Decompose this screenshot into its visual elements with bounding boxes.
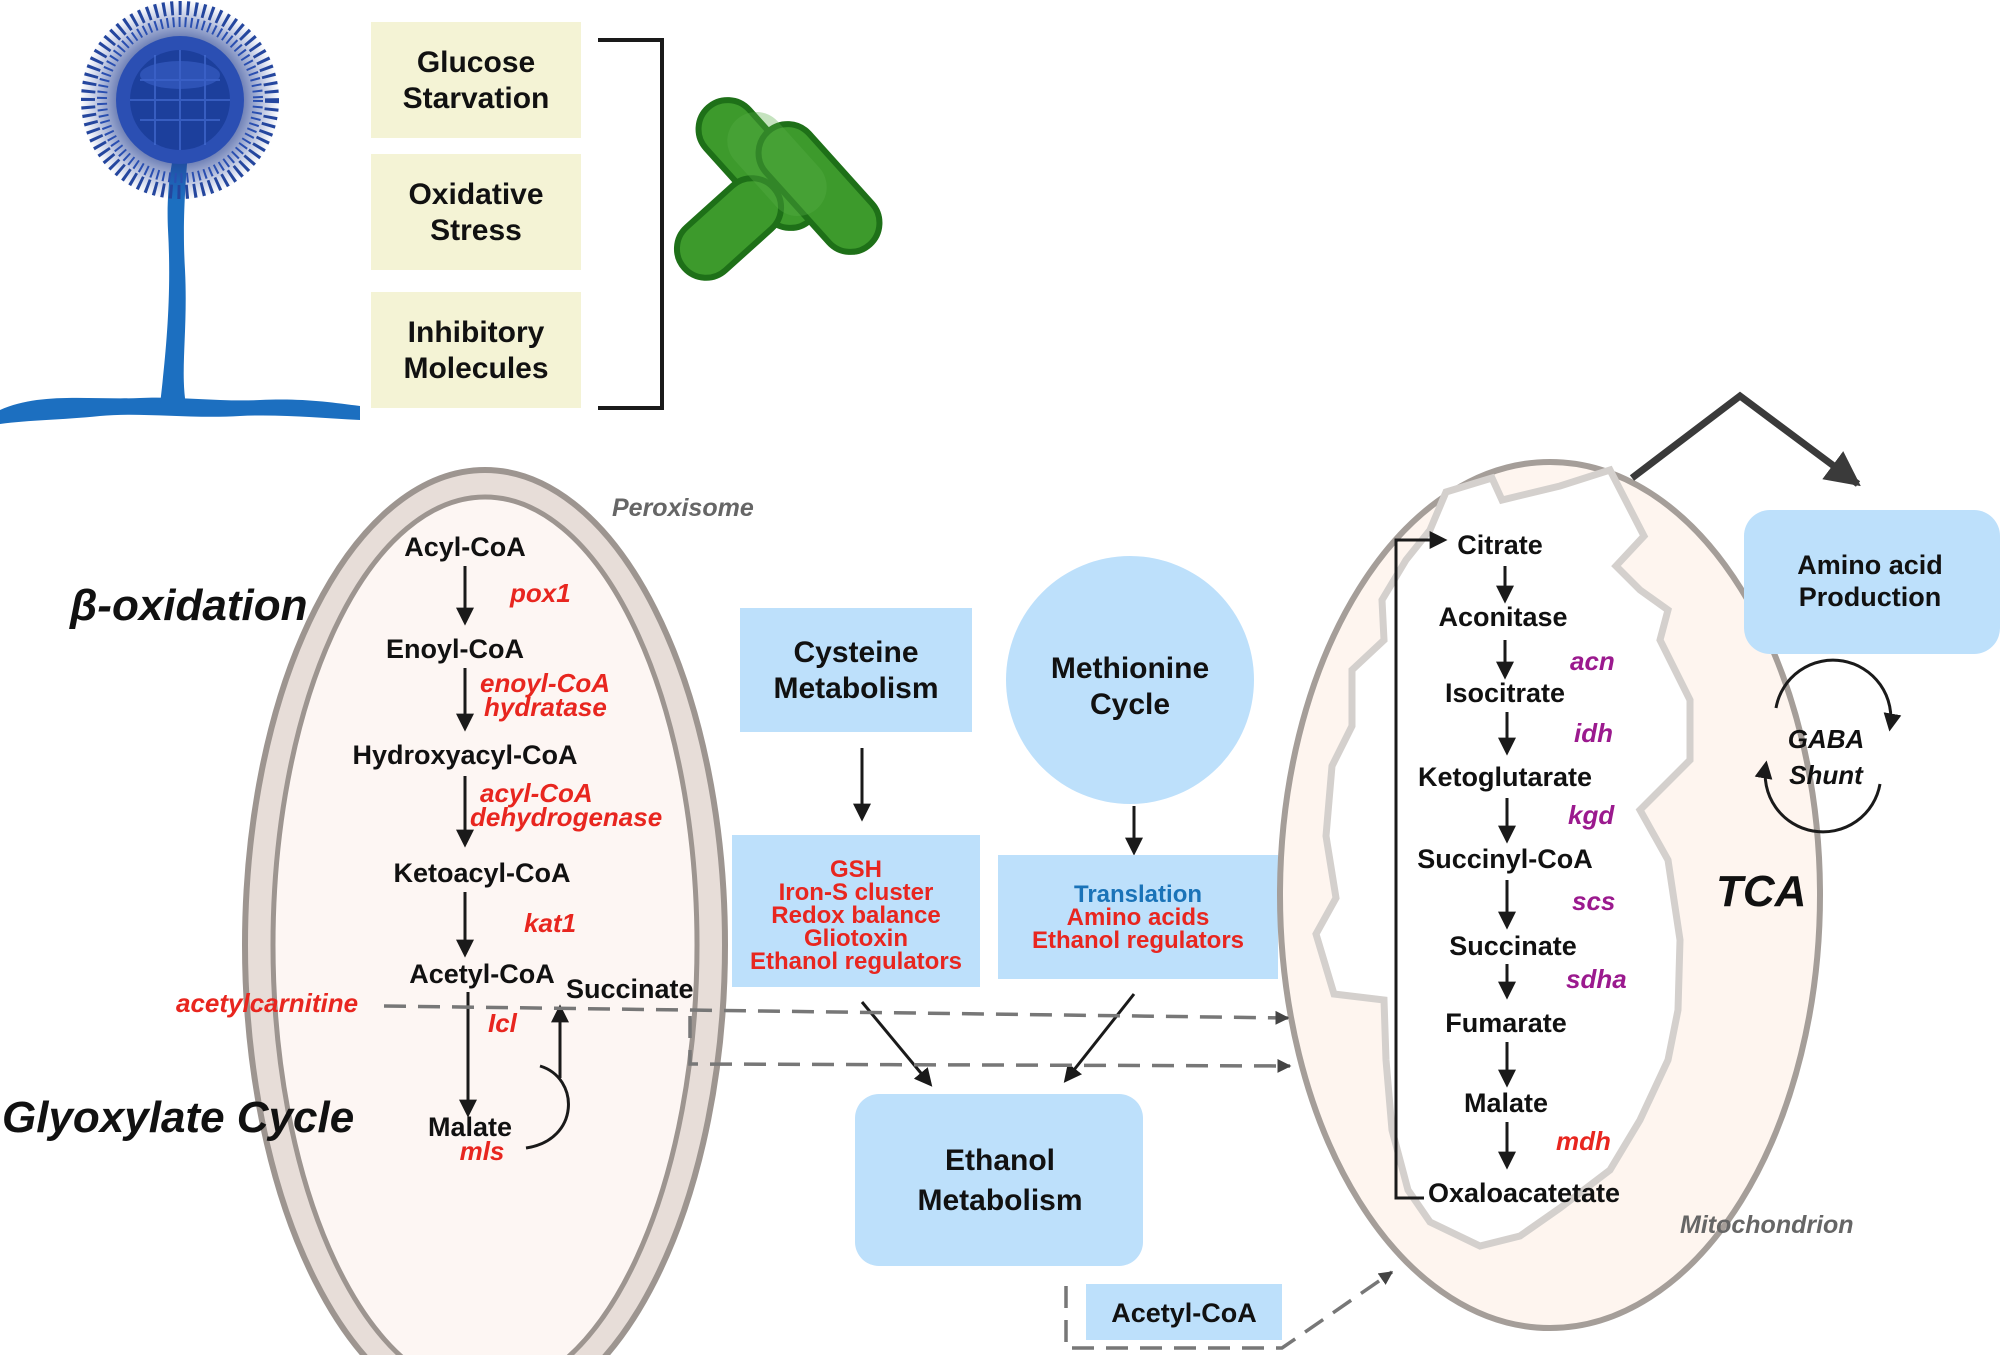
glyoxylate-cycle-title: Glyoxylate Cycle [2,1093,354,1142]
mitochondrion: Mitochondrion [1277,459,1854,1331]
metabolite-malate-perox: Malate [428,1112,512,1142]
enzyme-mls: mls [460,1136,505,1166]
tca-title: TCA [1716,867,1806,916]
cysteine-title: Metabolism [773,672,938,705]
ethanol-metabolism-box [855,1094,1143,1266]
arrow [1063,993,1136,1083]
output-gliotoxin: Gliotoxin [804,925,908,952]
amino-acid-title: Production [1799,582,1942,612]
stressor-label: Molecules [403,352,548,385]
stressor-label: Glucose [417,46,535,79]
stressor-box-inhibitory [371,292,581,408]
output-ethanol-regulators: Ethanol regulators [1032,927,1244,954]
cysteine-metabolism-box [740,608,972,732]
enzyme-acyl-dehydrogenase: acyl-CoA [480,778,593,808]
metabolite-ketoacyl-coa: Ketoacyl-CoA [393,858,570,888]
stressor-label: Starvation [403,82,550,115]
methionine-outputs-box [998,855,1278,979]
arrow-to-amino-acid [1629,391,1861,487]
stressor-box-oxidative [371,154,581,270]
tca-citrate: Citrate [1457,530,1543,560]
tca-isocitrate: Isocitrate [1445,678,1565,708]
tca-aconitase: Aconitase [1438,602,1567,632]
methionine-cycle-circle [1006,556,1254,804]
methionine-title: Cycle [1090,688,1170,721]
enzyme-enoyl-hydratase: hydratase [484,692,607,722]
enzyme-enoyl-hydratase: enoyl-CoA [480,668,610,698]
output-redox: Redox balance [771,902,940,929]
gaba-shunt: GABA Shunt [1754,658,1902,834]
gaba-label: GABA [1788,724,1865,754]
enzyme-acn: acn [1570,646,1615,676]
enzyme-idh: idh [1574,718,1613,748]
peroxisome-label: Peroxisome [612,494,754,522]
enzyme-sdha: sdha [1566,964,1627,994]
enzyme-mdh: mdh [1556,1126,1611,1156]
enzyme-scs: scs [1572,886,1615,916]
acetyl-coa-box [1086,1284,1282,1340]
metabolite-succinate-perox: Succinate [566,974,694,1004]
bacteria-icon [673,97,883,281]
output-gsh: GSH [830,856,882,883]
metabolite-acyl-coa: Acyl-CoA [404,532,526,562]
cycle-arc [525,1064,570,1150]
dashed-arrow-acetyl-coa [1064,1270,1394,1350]
fungus-conidiophore-icon [0,0,360,424]
acetyl-coa-label: Acetyl-CoA [1111,1298,1257,1328]
enzyme-icl: Icl [488,1008,518,1038]
amino-acid-title: Amino acid [1797,550,1943,580]
tca-malate: Malate [1464,1088,1548,1118]
output-ethanol-regulators: Ethanol regulators [750,948,962,975]
stressor-bracket [598,38,664,410]
dashed-arrow-acetylcarnitine [383,1004,1290,1025]
metabolite-hydroxyacyl-coa: Hydroxyacyl-CoA [352,740,577,770]
tca-ketoglutarate: Ketoglutarate [1418,762,1592,792]
tca-succinyl-coa: Succinyl-CoA [1417,844,1593,874]
methionine-title: Methionine [1051,652,1209,685]
peroxisome: Peroxisome [242,467,754,1355]
gaba-label: Shunt [1789,760,1864,790]
output-iron-s: Iron-S cluster [779,879,934,906]
tca-fumarate: Fumarate [1445,1008,1567,1038]
enzyme-acyl-dehydrogenase: dehydrogenase [470,802,662,832]
amino-acid-production-box [1744,510,2000,654]
tca-succinate: Succinate [1449,931,1577,961]
enzyme-kgd: kgd [1568,800,1615,830]
stressor-label: Stress [430,214,522,247]
ethanol-title: Ethanol [945,1144,1055,1177]
metabolite-acetyl-coa: Acetyl-CoA [409,959,555,989]
stressor-box-glucose [371,22,581,138]
output-amino-acids: Amino acids [1067,904,1210,931]
enzyme-acetylcarnitine: acetylcarnitine [176,988,358,1018]
dashed-arrow-succinate [688,1016,1292,1073]
metabolite-enoyl-coa: Enoyl-CoA [386,634,524,664]
stressor-list: Glucose Starvation Oxidative Stress Inhi… [371,22,664,410]
beta-oxidation-title: β-oxidation [69,581,308,630]
arrow [860,1001,933,1087]
enzyme-pox1: pox1 [509,578,571,608]
stressor-label: Oxidative [408,178,543,211]
output-translation: Translation [1074,881,1202,908]
tca-oxaloacetate: Oxaloacatetate [1428,1178,1620,1208]
enzyme-kat1: kat1 [524,908,576,938]
cysteine-outputs-box [732,835,980,987]
cysteine-title: Cysteine [793,636,918,669]
mitochondrion-label: Mitochondrion [1680,1211,1854,1239]
stressor-label: Inhibitory [408,316,545,349]
ethanol-title: Metabolism [917,1184,1082,1217]
